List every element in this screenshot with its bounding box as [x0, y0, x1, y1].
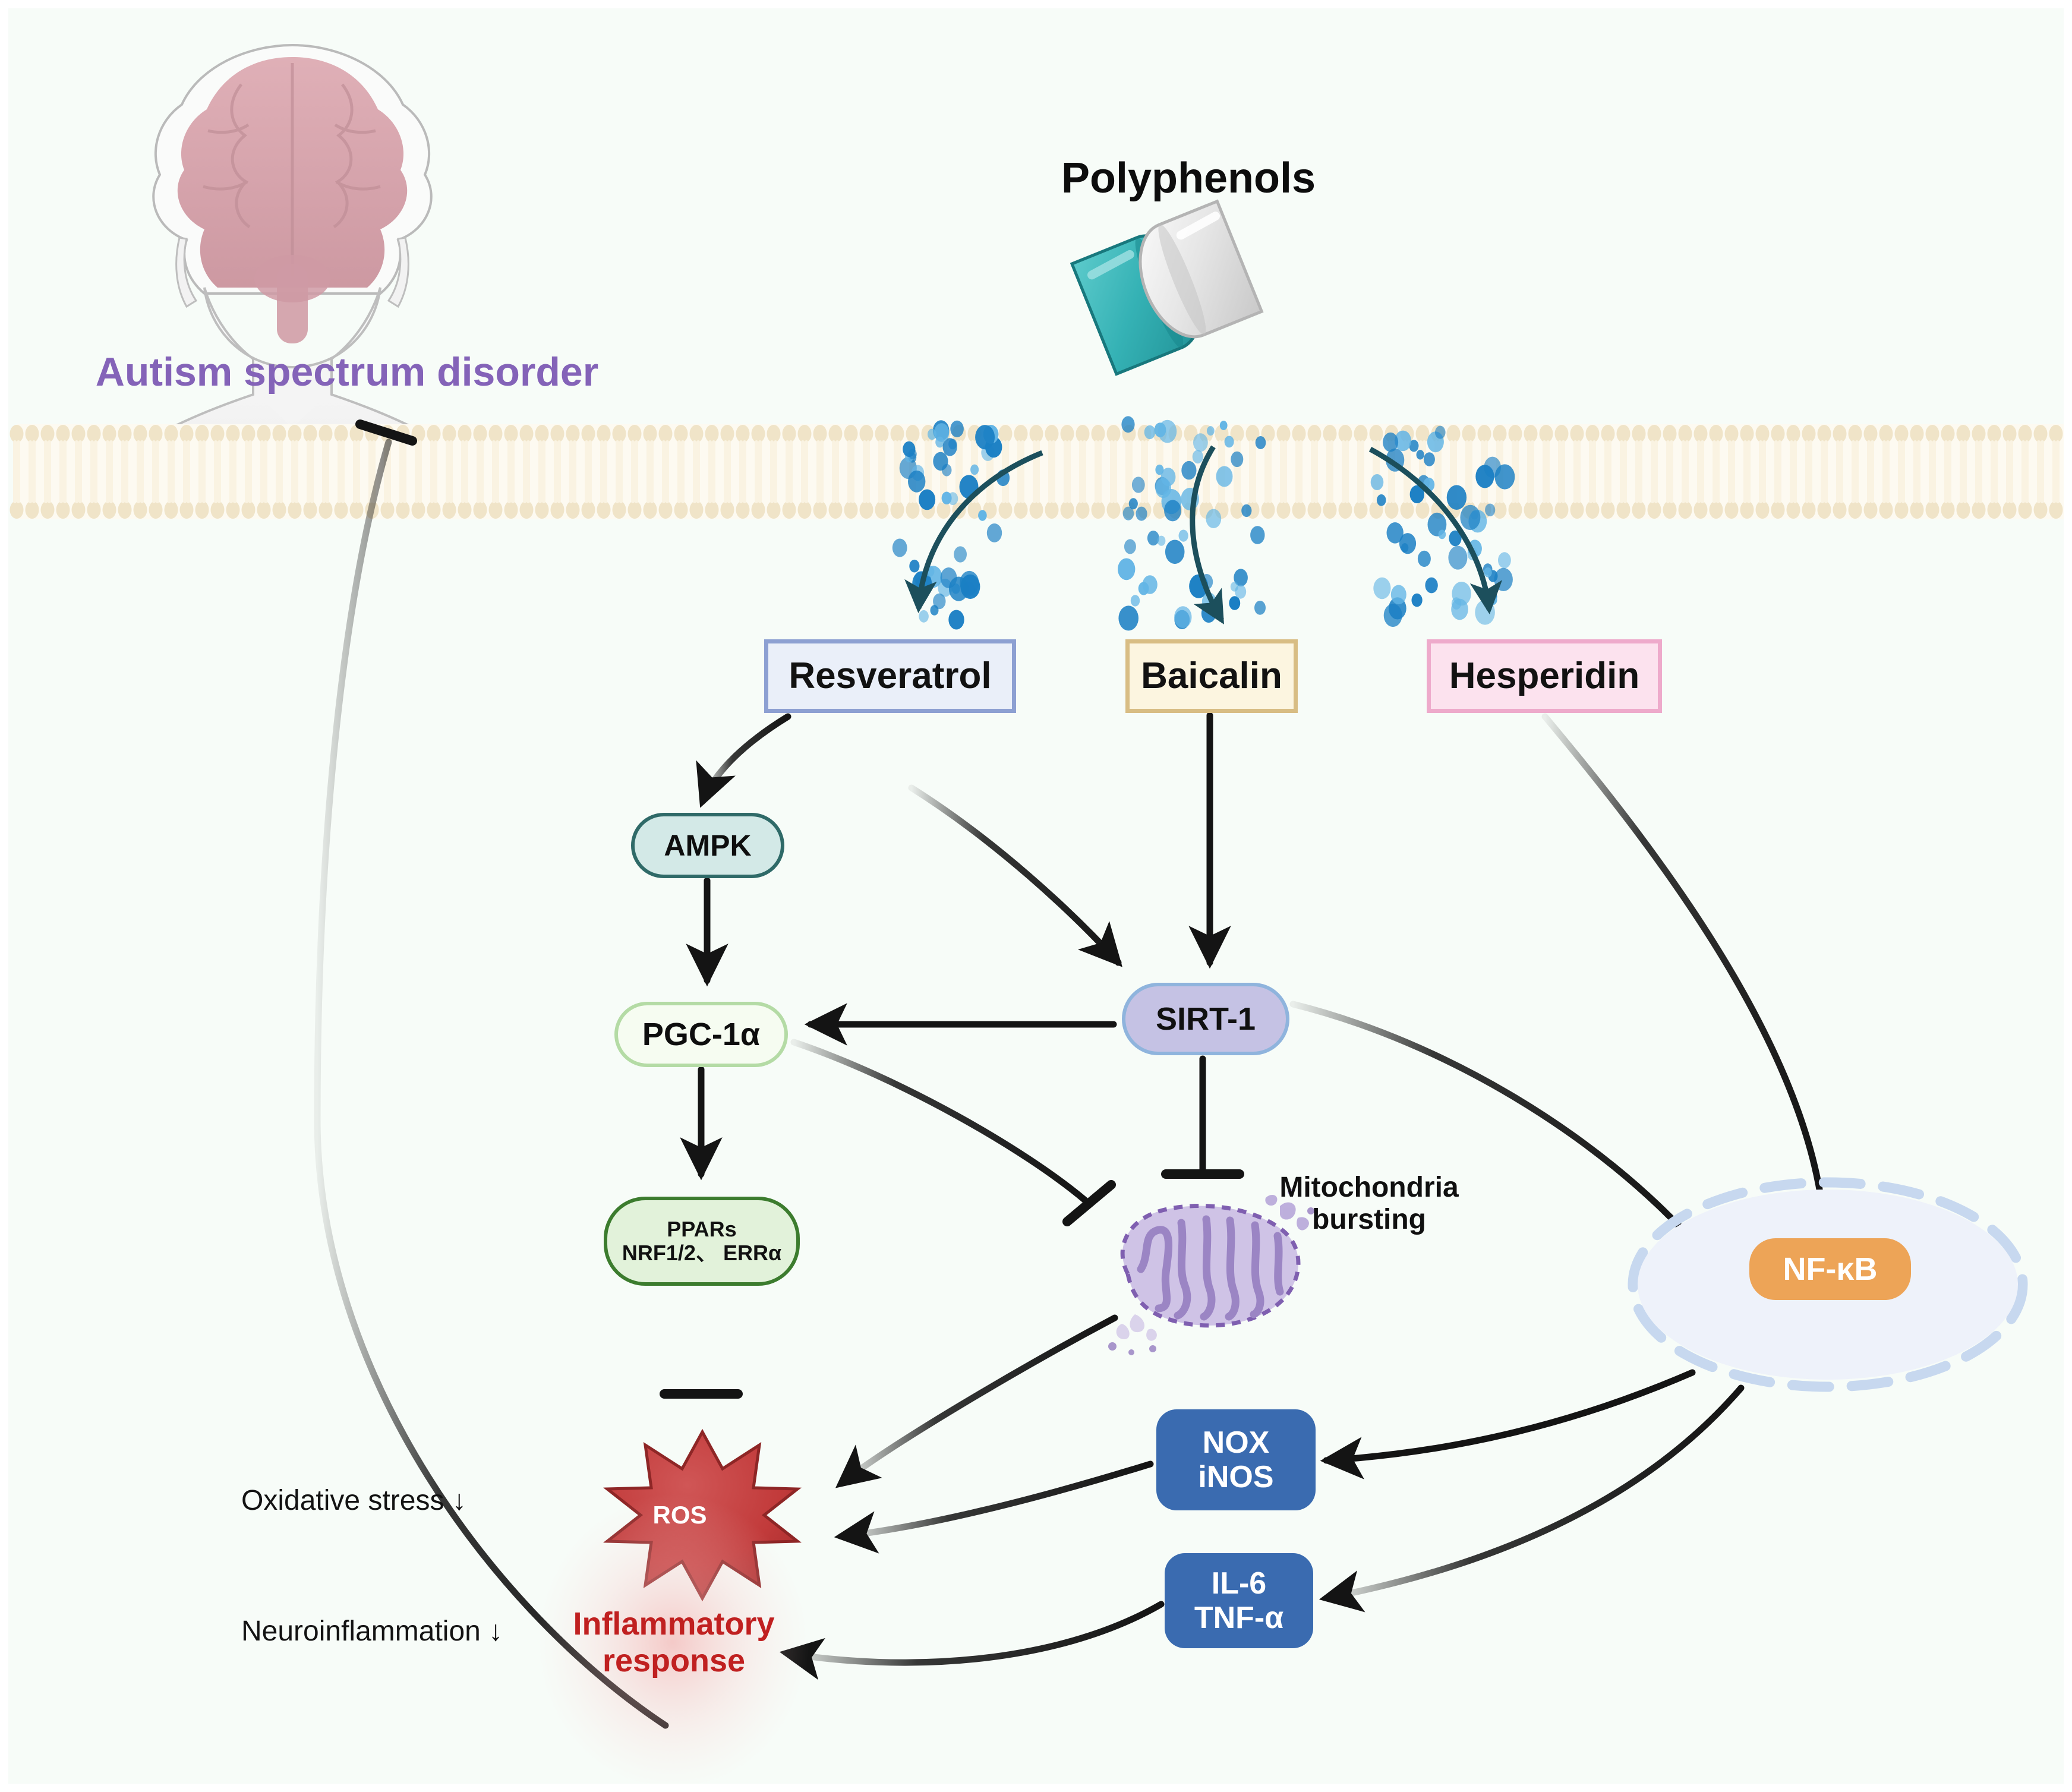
- nox-line-1: NOX: [1202, 1425, 1270, 1460]
- inflammation-glow: [536, 1494, 809, 1784]
- node-hesperidin[interactable]: Hesperidin: [1427, 639, 1662, 713]
- node-ampk[interactable]: AMPK: [631, 813, 784, 878]
- inflammatory-response-label: Inflammatory response: [567, 1601, 781, 1684]
- il6-line-2: TNF-α: [1194, 1601, 1284, 1635]
- node-sirt1[interactable]: SIRT-1: [1122, 983, 1289, 1055]
- node-resveratrol[interactable]: Resveratrol: [764, 639, 1016, 713]
- pathway-edges: [314, 419, 1857, 1729]
- mitochondria-bursting-label: Mitochondria bursting: [1256, 1162, 1482, 1245]
- il6-line-1: IL-6: [1211, 1566, 1267, 1601]
- nucleus-dashed-border: [1628, 1177, 2028, 1392]
- neuroinflammation-label: Neuroinflammation ↓: [241, 1616, 503, 1648]
- nox-line-2: iNOS: [1198, 1460, 1274, 1494]
- page-title: Polyphenols: [1061, 154, 1316, 202]
- mito-line-2: bursting: [1312, 1204, 1426, 1235]
- membrane-phospholipid-heads: [10, 425, 2063, 519]
- brain-head-icon: [95, 43, 490, 485]
- ppars-line-1: PPARs: [667, 1216, 737, 1241]
- ros-label: ROS: [652, 1501, 707, 1529]
- node-il6-tnfa[interactable]: IL-6 TNF-α: [1165, 1553, 1313, 1648]
- mito-line-1: Mitochondria: [1279, 1172, 1459, 1204]
- node-nox-inos[interactable]: NOX iNOS: [1156, 1409, 1316, 1510]
- pathway-vector-layer: [10, 43, 2064, 1784]
- node-ppars-nrf-err[interactable]: PPARs NRF1/2、 ERRα: [604, 1197, 800, 1286]
- oxidative-stress-label: Oxidative stress ↓: [241, 1485, 466, 1517]
- capsule-icon: [1070, 199, 1264, 376]
- node-baicalin[interactable]: Baicalin: [1125, 639, 1298, 713]
- autism-spectrum-disorder-label: Autism spectrum disorder: [95, 349, 599, 395]
- inflam-line-2: response: [602, 1643, 746, 1679]
- inflam-line-1: Inflammatory: [573, 1605, 775, 1642]
- node-nfkb[interactable]: NF-κB: [1749, 1238, 1911, 1300]
- mitochondria-icon: [1108, 1189, 1314, 1355]
- ppars-line-2: NRF1/2、 ERRα: [622, 1241, 782, 1265]
- node-pgc1a[interactable]: PGC-1α: [614, 1002, 788, 1067]
- membrane-entry-arrows: [904, 445, 1503, 624]
